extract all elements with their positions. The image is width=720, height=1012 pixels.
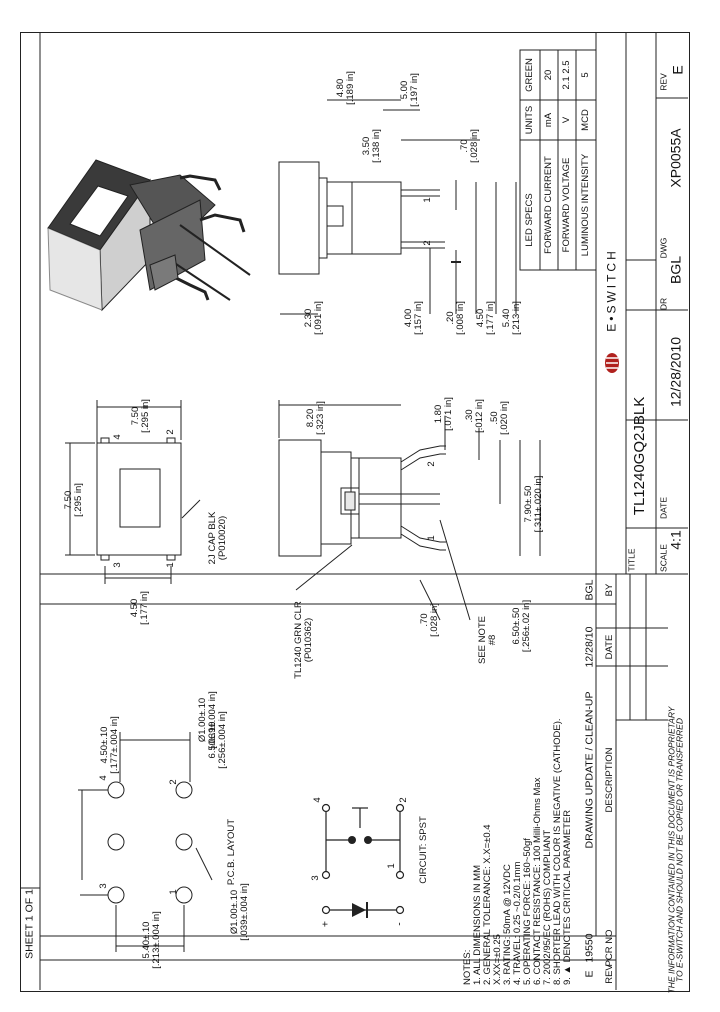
rev-header: REV <box>604 964 616 984</box>
top-pin: 1 <box>165 562 177 568</box>
cap-label: 2J CAP BLK(P010020) <box>207 511 228 565</box>
top-dim-750-b: 7.50[.295 in] <box>130 399 151 433</box>
pcb-pin: 4 <box>98 775 110 781</box>
led-row-unit: MCD <box>580 109 592 131</box>
led-row-name: FORWARD CURRENT <box>543 156 555 254</box>
side-dim-70: .70[.028 in] <box>419 603 440 637</box>
led-row-name: LUMINOUS INTENSITY <box>580 153 592 257</box>
side-dim-180: 1.80[.071 in] <box>433 397 454 431</box>
led-row-name: FORWARD VOLTAGE <box>561 157 573 253</box>
sheet-count: SHEET 1 OF 1 <box>23 889 36 959</box>
front-dim-350: 3.50[.138 in] <box>361 129 382 163</box>
side-dim-790: 7.90±.50[.311±.020 in] <box>523 475 544 533</box>
front-dim-500: 5.00[.197 in] <box>399 73 420 107</box>
side-dim-50: .50[.020 in] <box>489 401 510 435</box>
pcb-pin: 3 <box>98 883 110 889</box>
circuit-pin: 4 <box>312 797 324 803</box>
front-dim-230: 2.30[.091 in] <box>303 301 324 335</box>
circuit-minus: - <box>393 922 406 926</box>
pcb-dim-hole-b: Ø1.00±.10[.039±.004 in] <box>229 883 250 941</box>
led-row-unit: V <box>561 116 573 124</box>
pcb-dim-450: 4.50±.10[.177±.004 in] <box>99 716 120 774</box>
front-pin: 2 <box>422 240 434 246</box>
pcb-pin: 2 <box>168 779 180 785</box>
side-pin: 2 <box>426 461 438 467</box>
led-units-header: UNITS <box>524 105 536 135</box>
by-value: BGL <box>583 579 596 601</box>
circuit-plus: + <box>319 920 332 928</box>
front-dim-450: 4.50[.177 in] <box>475 301 496 335</box>
led-row-unit: mA <box>543 112 555 128</box>
led-color-header: GREEN <box>524 58 536 92</box>
led-specs-title: LED SPECS <box>524 193 536 247</box>
top-pin: 2 <box>165 429 177 435</box>
date-header: DATE <box>604 634 616 660</box>
front-dim-400: 4.00[.157 in] <box>403 301 424 335</box>
circuit-label: CIRCUIT: SPST <box>418 816 430 884</box>
top-dim-450: 4.50[.177 in] <box>129 591 150 625</box>
notes-block: NOTES: 1. ALL DIMENSIONS IN MM 2. GENERA… <box>462 718 573 985</box>
scale-value: 4:1 <box>667 530 684 550</box>
sheet-border <box>20 32 690 992</box>
side-dim-650: 6.50±.50[.256±.02 in] <box>511 599 532 653</box>
description-value: DRAWING UPDATE / CLEAN-UP <box>583 691 596 849</box>
pcb-dim-540: 5.40±.10[.213±.004 in] <box>141 911 162 969</box>
rev-value-title: E <box>669 65 686 75</box>
date-label: DATE <box>658 496 669 520</box>
part-title: TL1240GQ2JBLK <box>631 396 649 516</box>
drawn-by: BGL <box>667 255 684 285</box>
side-dim-820: 8.20[.323 in] <box>305 401 326 435</box>
rev-label-title: REV <box>658 73 669 91</box>
pcb-dim-hole-a: Ø1.00±.10[.039±.004 in] <box>197 691 218 749</box>
pcr-value: 19550 <box>583 933 596 963</box>
title-label: TITLE <box>626 548 637 572</box>
drawing-number: XP0055A <box>667 128 684 188</box>
date-value-title: 12/28/2010 <box>667 336 684 408</box>
front-dim-540: 5.40[.213 in] <box>501 301 522 335</box>
led-row-value: 2.1 2.5 <box>561 60 573 90</box>
top-pin: 4 <box>112 434 124 440</box>
pcb-layout-label: P.C.B. LAYOUT <box>226 818 238 886</box>
top-dim-750-a: 7.50[.295 in] <box>63 483 84 517</box>
front-dim-70: .70[.028 in] <box>459 129 480 163</box>
led-row-value: 5 <box>580 72 592 78</box>
date-value: 12/28/10 <box>583 626 596 668</box>
brand-logo: E•SWITCH <box>604 248 619 332</box>
circuit-pin: 3 <box>310 875 322 881</box>
side-dim-30: .30[.012 in] <box>464 399 485 433</box>
dr-label: DR <box>658 297 669 311</box>
body-label: TL1240 GRN CLR(P010362) <box>293 601 314 679</box>
top-pin: 3 <box>112 562 124 568</box>
by-header: BY <box>604 583 616 597</box>
rev-value: E <box>583 970 596 978</box>
note-line: 9. ▲ DENOTES CRITICAL PARAMETER <box>561 809 573 985</box>
description-header: DESCRIPTION <box>604 747 616 813</box>
front-dim-480: 4.80[.189 in] <box>335 71 356 105</box>
front-dim-20: .20[.008 in] <box>445 301 466 335</box>
circuit-pin: 1 <box>386 863 398 869</box>
front-pin: 1 <box>422 197 434 203</box>
pcr-header: PCR NO <box>604 929 616 967</box>
led-row-value: 20 <box>543 69 555 81</box>
see-note: SEE NOTE#8 <box>477 615 498 665</box>
proprietary-line-2: TO E-SWITCH AND SHOULD NOT BE COPIED OR … <box>674 718 685 982</box>
side-pin: 1 <box>426 535 438 541</box>
circuit-pin: 2 <box>398 797 410 803</box>
pcb-pin: 1 <box>168 889 180 895</box>
dwg-label: DWG <box>658 237 669 259</box>
